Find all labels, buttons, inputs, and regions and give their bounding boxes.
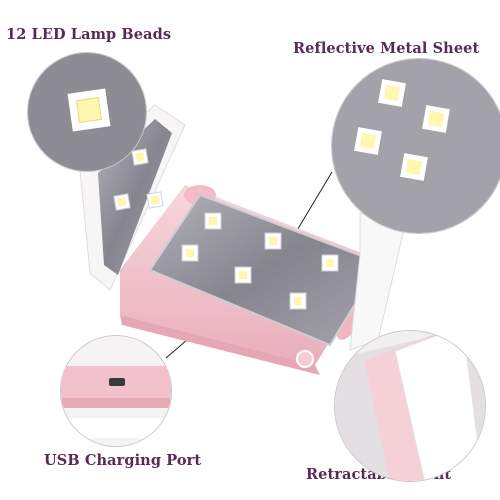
led-beads-label: 12 LED Lamp Beads [6,26,172,43]
usb-port-callout [60,335,172,447]
metal-sheet-callout [331,58,500,234]
usb-port-label: USB Charging Port [44,452,202,469]
led-bead-callout [27,52,147,172]
stent-callout [334,330,486,482]
uv-lamp-product [60,95,420,385]
metal-sheet-label: Reflective Metal Sheet [293,40,480,57]
